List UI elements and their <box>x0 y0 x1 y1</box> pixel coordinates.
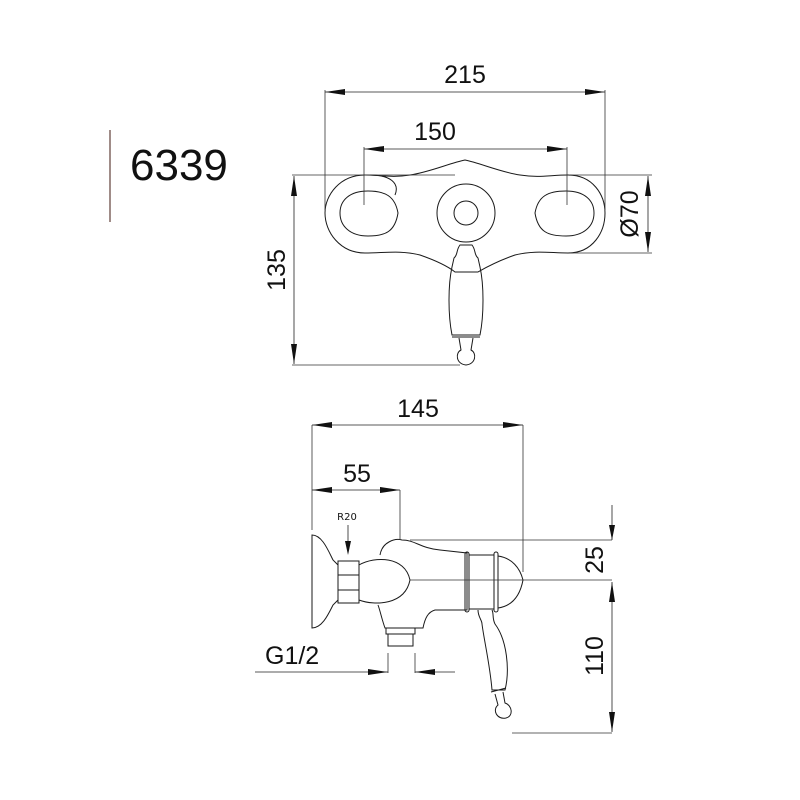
dim-escutcheon-diameter: Ø70 <box>616 190 644 237</box>
left-escutcheon-arc <box>369 174 397 196</box>
side-view: 145 55 R20 25 110 G1/2 <box>255 395 615 734</box>
valve-body <box>377 539 468 629</box>
dim-radius: R20 <box>337 512 357 523</box>
wall-flange <box>311 534 339 629</box>
dim-upper-offset: 25 <box>581 546 609 574</box>
front-view: 215 150 135 Ø70 <box>263 61 652 366</box>
front-body-outline <box>324 159 606 273</box>
dim-lower-offset: 110 <box>581 636 609 676</box>
dim-thread: G1/2 <box>265 642 319 670</box>
outlet-thread <box>387 633 414 647</box>
ball-joint <box>358 559 411 604</box>
dim-center-distance: 150 <box>414 118 456 146</box>
dim-overall-width: 215 <box>444 61 486 89</box>
outlet-ring <box>385 627 416 635</box>
side-handle <box>477 609 508 691</box>
handle-knob <box>456 337 476 366</box>
center-cap <box>453 200 479 226</box>
product-code: 6339 <box>130 141 228 190</box>
side-handle-knob <box>494 691 512 719</box>
center-rosette <box>436 183 496 243</box>
dim-depth: 145 <box>397 395 439 423</box>
left-slot <box>339 190 399 237</box>
barrel-ring-right <box>493 551 499 613</box>
barrel-ring-left <box>464 551 470 613</box>
hex-nut <box>337 560 360 604</box>
front-handle <box>448 244 484 336</box>
dim-inlet-offset: 55 <box>343 460 371 488</box>
right-slot <box>534 190 595 237</box>
dim-height: 135 <box>263 249 291 291</box>
dome-cap <box>497 555 524 609</box>
